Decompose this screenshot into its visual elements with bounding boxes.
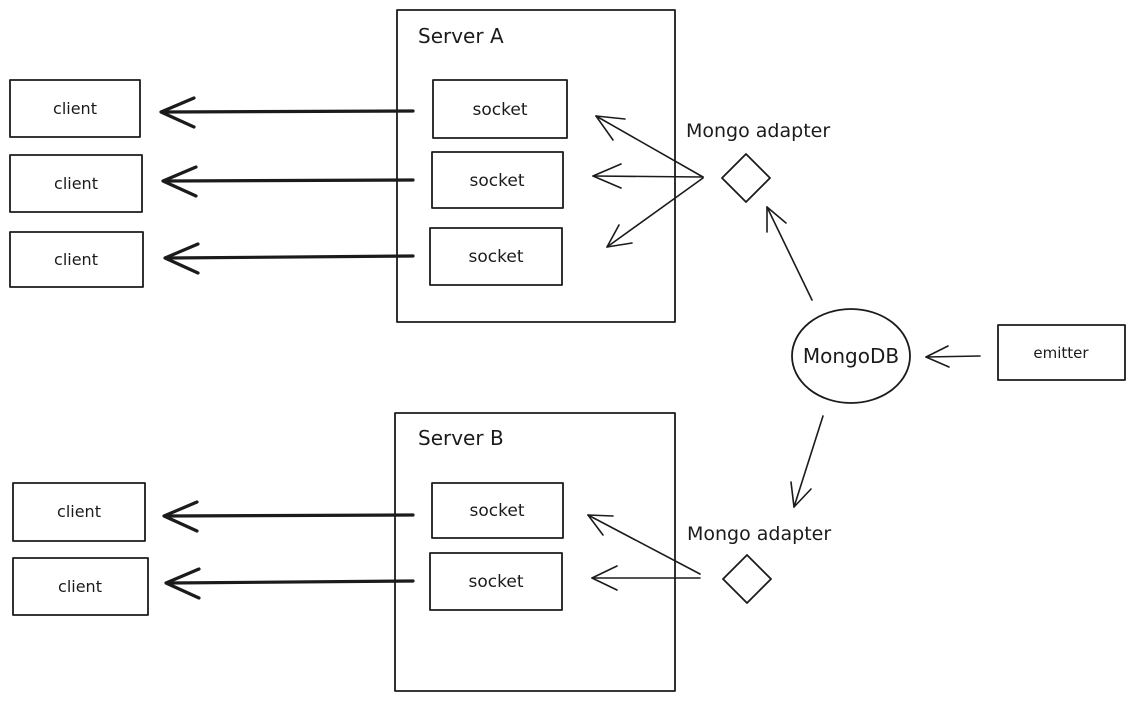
client-box-1 [9,79,141,138]
client-box-4 [12,482,146,542]
server-a-socket-box-3 [429,227,563,286]
arrow-mongodb-to-adapterB [790,415,824,508]
server-a-socket-box-2 [431,151,564,209]
client-label-3: client [54,250,98,269]
mongo-adapter-b-diamond [722,554,772,604]
arrow-socketB2-to-client5 [164,567,415,600]
server-a-socket-box-1 [432,79,568,139]
arrow-emitter-to-mongodb [925,345,981,368]
client-box-2 [9,154,143,213]
arrow-adapterB-to-socketB1 [587,514,701,575]
server-b-socket-box-2 [429,552,563,611]
client-label-2: client [54,174,98,193]
arrow-socketB1-to-client4 [162,500,415,533]
client-box-3 [9,231,144,288]
arrow-socketA2-to-client2 [161,165,415,198]
client-label-5: client [58,577,102,596]
server-b-box [394,412,676,692]
server-a-socket-label-3: socket [469,247,524,267]
server-b-socket-label-2: socket [469,572,524,592]
arrow-adapterA-to-socketA2 [592,163,704,189]
mongo-adapter-a-label: Mongo adapter [686,120,830,142]
mongodb-ellipse [791,308,911,404]
server-b-socket-label-1: socket [470,501,525,521]
mongo-adapter-b-label: Mongo adapter [687,523,831,545]
server-b-title: Server B [418,426,504,450]
client-box-5 [12,557,149,616]
server-a-box [396,9,676,323]
server-a-socket-label-2: socket [470,171,525,191]
arrow-socketA1-to-client1 [159,96,415,129]
server-b-socket-box-1 [431,482,564,539]
arrow-socketA3-to-client3 [163,242,415,275]
arrow-adapterA-to-socketA1 [595,115,704,178]
client-label-1: client [53,99,97,118]
client-label-4: client [57,502,101,521]
mongo-adapter-a-diamond [721,153,771,203]
server-a-title: Server A [418,24,504,48]
mongodb-label: MongoDB [803,344,899,368]
server-a-socket-label-1: socket [473,100,528,120]
arrow-adapterA-to-socketA3 [606,177,704,248]
arrow-mongodb-to-adapterA [766,206,813,301]
arrow-adapterB-to-socketB2 [591,565,701,591]
emitter-box [997,324,1126,381]
emitter-label: emitter [1033,344,1089,362]
